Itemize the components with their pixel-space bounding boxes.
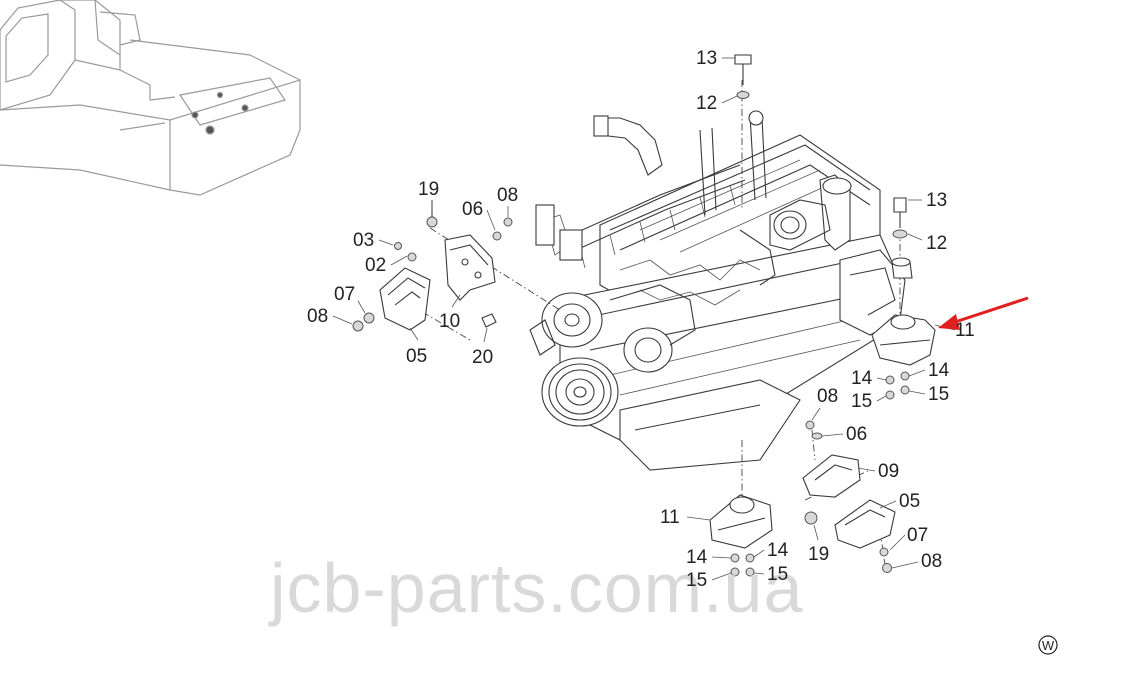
part-label-12: 12 <box>696 93 717 114</box>
svg-text:W: W <box>1042 638 1055 653</box>
part-label-09: 09 <box>878 461 899 482</box>
part-label-03: 03 <box>353 230 374 251</box>
part-label-08: 08 <box>497 185 518 206</box>
part-label-10: 10 <box>439 311 460 332</box>
right-top-mount-group <box>871 197 936 400</box>
part-label-15: 15 <box>928 384 949 405</box>
top-bolt-washer <box>734 54 752 99</box>
corner-w-mark: W <box>1038 635 1058 655</box>
part-label-20: 20 <box>472 347 493 368</box>
part-label-19: 19 <box>808 544 829 565</box>
part-label-07: 07 <box>907 525 928 546</box>
part-label-08: 08 <box>307 306 328 327</box>
part-label-02: 02 <box>365 255 386 276</box>
part-label-11: 11 <box>660 507 680 528</box>
part-label-06: 06 <box>462 199 483 220</box>
part-label-08: 08 <box>817 386 838 407</box>
part-label-14: 14 <box>851 368 873 389</box>
watermark-text: jcb-parts.com.ua <box>268 549 803 627</box>
part-label-05: 05 <box>406 346 427 367</box>
excavator-thumbnail-illustration <box>0 0 301 196</box>
part-label-05: 05 <box>899 491 920 512</box>
red-pointer-arrow <box>938 296 1029 330</box>
engine-block-illustration <box>529 110 906 471</box>
part-label-14: 14 <box>928 360 950 381</box>
part-label-12: 12 <box>926 233 947 254</box>
part-label-08: 08 <box>921 551 942 572</box>
left-mount-bracket-group <box>352 200 513 332</box>
part-label-14: 14 <box>686 547 708 568</box>
part-label-19: 19 <box>418 179 439 200</box>
part-label-06: 06 <box>846 424 867 445</box>
part-label-07: 07 <box>334 284 355 305</box>
part-label-14: 14 <box>767 540 789 561</box>
part-label-15: 15 <box>851 391 872 412</box>
part-label-13: 13 <box>696 48 717 69</box>
part-label-15: 15 <box>767 564 788 585</box>
right-lower-bracket-group <box>709 420 896 577</box>
part-label-13: 13 <box>926 190 947 211</box>
part-label-15: 15 <box>686 570 707 591</box>
part-label-11: 11 <box>955 320 975 341</box>
